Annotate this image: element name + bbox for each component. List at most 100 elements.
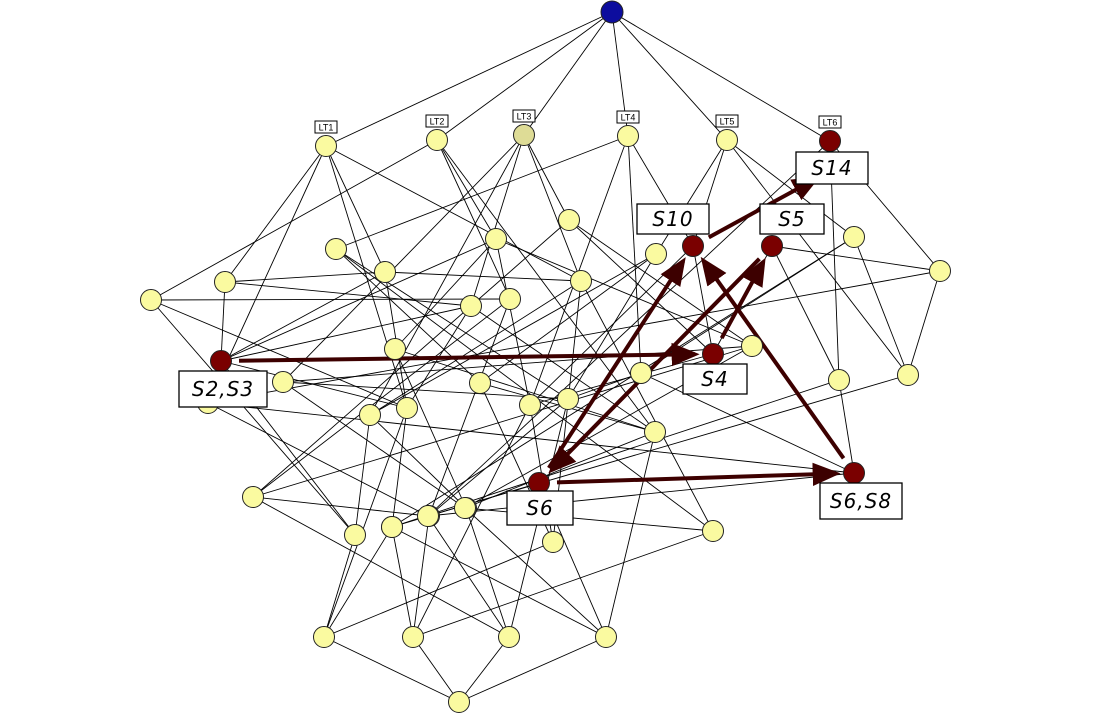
node-b11[interactable] <box>897 364 919 386</box>
node-d1[interactable] <box>344 524 366 546</box>
node-c5[interactable] <box>644 421 666 443</box>
node-lt5[interactable] <box>716 129 738 151</box>
node-lt2[interactable] <box>426 129 448 151</box>
node-a2[interactable] <box>325 238 347 260</box>
edge-lt1-b4 <box>325 145 582 282</box>
edge-s23-c2 <box>220 360 408 409</box>
node-b6[interactable] <box>384 338 406 360</box>
node-a8[interactable] <box>929 260 951 282</box>
big-label-box-s14x <box>795 151 869 185</box>
node-lt1[interactable] <box>315 135 337 157</box>
edge-s10-s4 <box>692 245 714 355</box>
edge-d1-e1 <box>323 534 356 638</box>
label-lt2: LT2 <box>425 114 449 128</box>
node-d5[interactable] <box>542 531 564 553</box>
node-a4[interactable] <box>558 209 580 231</box>
node-lt3[interactable] <box>513 124 535 146</box>
node-a6[interactable] <box>843 226 865 248</box>
edge-lt1-b1 <box>325 145 386 273</box>
node-b10[interactable] <box>630 362 652 384</box>
node-e2[interactable] <box>402 626 424 648</box>
big-label-box-s5 <box>759 203 825 235</box>
edge-s5-b9 <box>771 245 840 381</box>
edge-b1-b4 <box>384 271 582 282</box>
edge-c2-e1 <box>323 407 408 638</box>
node-b5[interactable] <box>272 371 294 393</box>
node-b4[interactable] <box>570 270 592 292</box>
label-box-lt5 <box>715 114 739 128</box>
node-e3[interactable] <box>498 626 520 648</box>
edge-s10-c3 <box>529 245 694 406</box>
big-label-text-s6: S6 <box>526 496 553 520</box>
node-b8[interactable] <box>741 335 763 357</box>
node-c4[interactable] <box>557 388 579 410</box>
arrow-s23-s4 <box>238 342 700 367</box>
label-lt6: LT6 <box>818 115 842 129</box>
big-label-s10: S10 <box>636 203 710 235</box>
edge-b10-c4 <box>567 372 642 400</box>
node-c3[interactable] <box>519 394 541 416</box>
node-lt6[interactable] <box>819 130 841 152</box>
node-b9[interactable] <box>828 369 850 391</box>
edge-b6-c5 <box>394 348 656 433</box>
node-c6[interactable] <box>242 486 264 508</box>
node-a7[interactable] <box>140 289 162 311</box>
edge-layer <box>150 11 941 703</box>
label-lt1: LT1 <box>314 120 338 134</box>
edge-b2-s23 <box>220 305 472 362</box>
edge-c6-e3 <box>252 496 510 638</box>
node-c2[interactable] <box>396 397 418 419</box>
edge-a3-b6 <box>394 238 497 350</box>
node-b1[interactable] <box>374 261 396 283</box>
edge-e4-bottom <box>458 636 607 703</box>
edge-top-lt2 <box>436 11 613 141</box>
edge-lt4-a2 <box>335 135 629 250</box>
edge-lt2-b3 <box>436 139 511 300</box>
label-box-lt6 <box>818 115 842 129</box>
edge-a1-b2 <box>224 281 472 307</box>
node-s10[interactable] <box>682 235 704 257</box>
label-box-lt4 <box>616 110 640 124</box>
arrow-s6-s68 <box>556 462 841 486</box>
node-layer <box>140 0 951 713</box>
edge-d5-e1 <box>323 541 554 638</box>
node-lt4[interactable] <box>617 125 639 147</box>
node-c7[interactable] <box>702 520 724 542</box>
node-top[interactable] <box>600 0 624 24</box>
edge-s68-d8 <box>427 472 855 517</box>
node-s4[interactable] <box>702 343 724 365</box>
big-label-s68: S6,S8 <box>819 482 903 520</box>
node-b3[interactable] <box>499 288 521 310</box>
edge-a7-c2 <box>150 299 408 409</box>
node-a3[interactable] <box>485 228 507 250</box>
node-a1[interactable] <box>214 271 236 293</box>
big-label-box-s68 <box>819 482 903 520</box>
node-s68[interactable] <box>843 462 865 484</box>
edge-lt3-b4 <box>523 134 582 282</box>
node-b2[interactable] <box>460 295 482 317</box>
edge-a8-b12 <box>207 270 941 404</box>
node-s5[interactable] <box>761 235 783 257</box>
edge-e1-bottom <box>323 636 460 703</box>
node-a5[interactable] <box>645 243 667 265</box>
edge-c7-e2 <box>412 530 714 638</box>
edge-a5-b7 <box>479 253 657 384</box>
label-box-lt1 <box>314 120 338 134</box>
node-d6[interactable] <box>454 497 476 519</box>
node-e1[interactable] <box>313 626 335 648</box>
node-d8[interactable] <box>417 505 439 527</box>
node-c1[interactable] <box>359 404 381 426</box>
node-bottom[interactable] <box>448 691 470 713</box>
big-label-box-s23 <box>178 370 268 408</box>
node-s23[interactable] <box>210 350 232 372</box>
edge-c3-e2 <box>412 404 531 638</box>
edge-a3-c3 <box>495 238 531 406</box>
node-d7[interactable] <box>381 516 403 538</box>
edge-b8-c6 <box>252 345 753 498</box>
node-e4[interactable] <box>595 626 617 648</box>
edge-a7-d1 <box>150 299 356 536</box>
edge-lt3-a4 <box>523 134 570 221</box>
node-b7[interactable] <box>469 372 491 394</box>
